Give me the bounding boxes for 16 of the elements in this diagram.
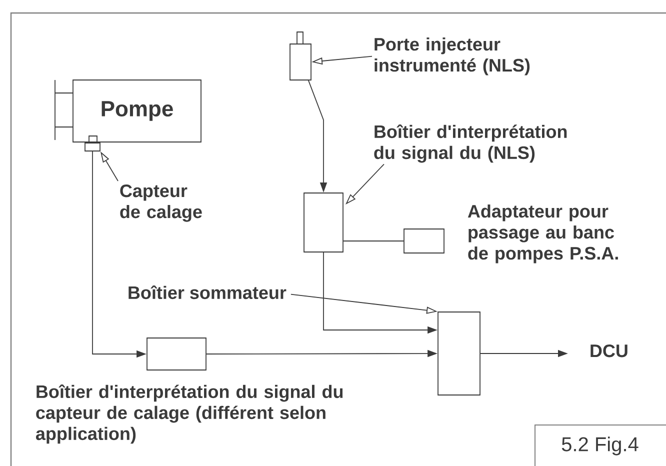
caption-text: Boîtier d'interprétation du signal du capteur de calage (différent selon application) (36, 384, 343, 444)
callout-text: DCU (590, 344, 628, 358)
module-box (438, 312, 480, 396)
module-box (404, 228, 444, 254)
injector-drawing (290, 32, 312, 80)
pump-box: Pompe (54, 80, 202, 142)
module-box (304, 192, 344, 252)
connector-line (343, 240, 404, 242)
module-box (146, 338, 206, 370)
callout-text: Boîtier d'interprétation du signal du (NLS) (374, 124, 567, 163)
callout-text: Boîtier sommateur (128, 285, 286, 300)
callout-text: Capteur de calage (120, 184, 202, 222)
sensor-drawing (84, 136, 100, 152)
figure-number: 5.2 Fig.4 (534, 424, 666, 466)
callout-text: Porte injecteur instrumenté (NLS) (374, 37, 530, 76)
caption-text: Adaptateur pour passage au banc de pompes P.S.A. (468, 204, 618, 264)
